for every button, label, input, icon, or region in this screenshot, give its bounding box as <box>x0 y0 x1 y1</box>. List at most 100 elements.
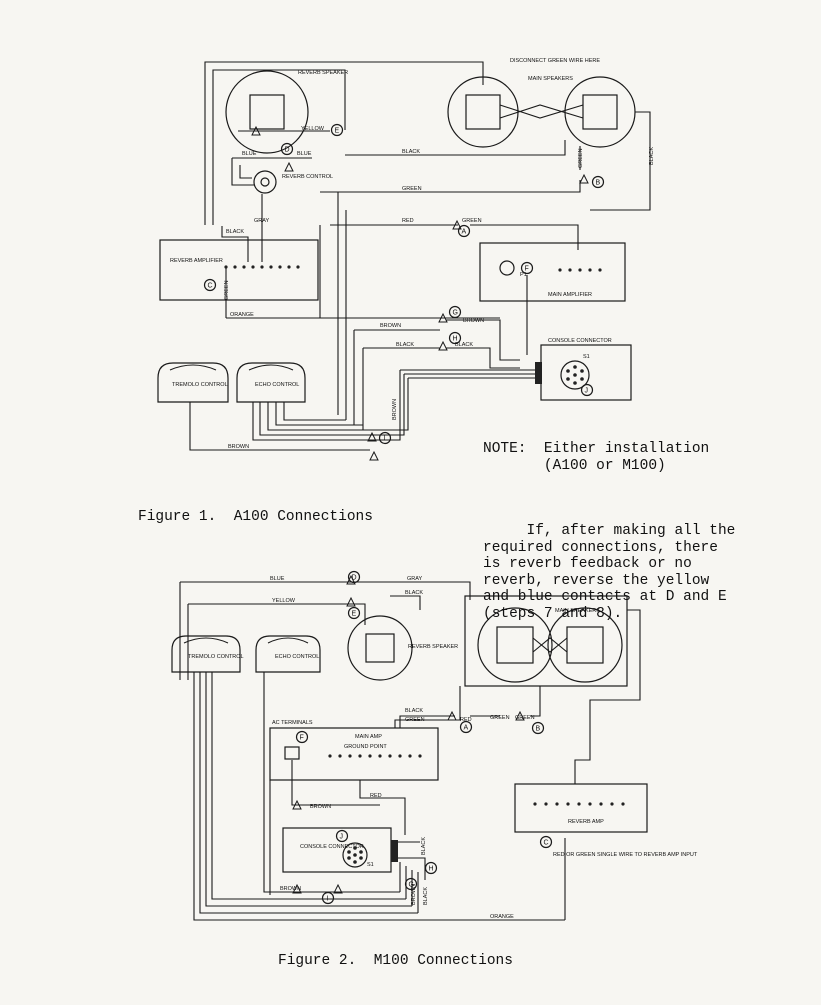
f2-label-orange: ORANGE <box>490 914 514 920</box>
f1-label-main-speakers: MAIN SPEAKERS <box>528 76 573 82</box>
f1-main-amplifier <box>479 242 626 302</box>
f1-label-blue2: BLUE <box>297 151 312 157</box>
f1-reverb-control <box>253 170 277 194</box>
f1-console-connector <box>535 344 632 401</box>
f1-reverb-amplifier <box>159 239 319 301</box>
f2-label-black-h: BLACK <box>421 837 427 855</box>
installation-note: NOTE: Either installation (A100 or M100)… <box>483 408 773 639</box>
f2-reverb-speaker <box>347 615 413 681</box>
f1-label-console-connector: CONSOLE CONNECTOR <box>548 338 612 344</box>
f1-marker-f: F <box>525 266 529 273</box>
f2-label-console-connector: CONSOLE CONNECTOR <box>300 844 364 850</box>
f2-echo-control <box>255 635 321 673</box>
f2-marker-e: E <box>352 611 357 618</box>
f1-reverb-speaker <box>225 70 309 154</box>
f1-label-black-h1: BLACK <box>396 342 414 348</box>
f2-label-tremolo-control: TREMOLO CONTROL <box>188 654 244 660</box>
f2-label-ac-terminals: AC TERMINALS <box>272 720 313 726</box>
f2-label-brown-l: BROWN <box>280 886 301 892</box>
f2-label-red-or-green: RED OR GREEN SINGLE WIRE TO REVERB AMP I… <box>553 852 698 858</box>
f1-label-black1: BLACK <box>226 229 244 235</box>
note-body: If, after making all the required connec… <box>483 523 736 622</box>
f2-marker-d: D <box>352 575 357 582</box>
f2-marker-f: F <box>300 735 304 742</box>
f1-marker-a: A <box>462 229 467 236</box>
f2-label-ground-point: GROUND POINT <box>344 744 387 750</box>
f1-label-brown1: BROWN <box>380 323 401 329</box>
f1-markers: A B C D E F G H I J <box>203 123 605 445</box>
f1-label-brown2: BROWN <box>463 318 484 324</box>
f1-label-black-h2: BLACK <box>455 342 473 348</box>
figure-1-diagram: REVERB SPEAKER YELLOW BLUE BLUE REVERB C… <box>157 58 655 461</box>
note-heading: NOTE: Either installation (A100 or M100) <box>483 441 710 474</box>
f1-marker-b: B <box>596 180 601 187</box>
f2-label-red: RED <box>460 717 472 723</box>
f2-label-main-speakers: MAIN SPEAKERS <box>555 608 600 614</box>
f2-label-brown-h: BROWN <box>411 884 417 905</box>
f2-label-main-amp: MAIN AMP <box>355 734 382 740</box>
f2-marker-j: J <box>340 834 344 841</box>
f1-echo-control <box>236 362 306 403</box>
f2-marker-b: B <box>536 726 541 733</box>
figure-2-caption: Figure 2. M100 Connections <box>278 953 513 969</box>
f1-main-speakers <box>447 76 636 148</box>
f2-reverb-amp <box>514 783 648 833</box>
f1-label-black-top: BLACK <box>402 149 420 155</box>
f1-label-reverb-speaker: REVERB SPEAKER <box>298 70 348 76</box>
f1-marker-e: E <box>335 128 340 135</box>
figure-1-caption: Figure 1. A100 Connections <box>138 509 373 525</box>
f1-marker-h: H <box>453 336 458 343</box>
f2-label-green-b2: GREEN <box>515 715 535 721</box>
f1-label-disconnect: DISCONNECT GREEN WIRE HERE <box>510 58 600 64</box>
f1-label-green-v: GREEN <box>224 280 230 300</box>
f2-markers: A B C D E F G H I J <box>295 570 553 905</box>
f2-marker-a: A <box>464 725 469 732</box>
f2-label-black-v: BLACK <box>423 887 429 905</box>
f1-label-orange: ORANGE <box>230 312 254 318</box>
f1-marker-d: D <box>285 147 290 154</box>
f1-label-s1: S1 <box>583 354 590 360</box>
f2-main-amp <box>269 727 439 781</box>
f1-label-green-mid: GREEN <box>402 186 422 192</box>
f1-marker-g: G <box>453 310 458 317</box>
f2-label-red2: RED <box>370 793 382 799</box>
f2-main-speakers <box>464 595 628 687</box>
f1-label-brown-bottom: BROWN <box>228 444 249 450</box>
f1-label-red: RED <box>402 218 414 224</box>
f2-label-reverb-amp: REVERB AMP <box>568 819 604 825</box>
f1-label-green-a: GREEN <box>462 218 482 224</box>
f2-console-connector <box>282 827 398 873</box>
f1-tremolo-control <box>157 362 229 403</box>
f1-marker-i: I <box>384 436 386 443</box>
f2-marker-g: G <box>409 882 414 889</box>
f1-label-tremolo-control: TREMOLO CONTROL <box>172 382 228 388</box>
f1-label-gray: GRAY <box>254 218 270 224</box>
f1-marker-j: J <box>585 388 589 395</box>
f1-label-echo-control: ECHO CONTROL <box>255 382 299 388</box>
figure-2-diagram: BLUE GRAY YELLOW BLACK REVERB SPEAKER MA… <box>171 574 698 921</box>
f1-label-p1: P1 <box>520 272 527 278</box>
f2-label-green: GREEN <box>405 717 425 723</box>
f2-label-brown: BROWN <box>310 804 331 810</box>
f2-label-black2: BLACK <box>405 708 423 714</box>
f1-label-blue1: BLUE <box>242 151 257 157</box>
f2-label-blue: BLUE <box>270 576 285 582</box>
f2-label-black: BLACK <box>405 590 423 596</box>
f2-label-s1: S1 <box>367 862 374 868</box>
f1-label-yellow: YELLOW <box>301 126 325 132</box>
f1-marker-c: C <box>208 283 213 290</box>
f1-label-main-amplifier: MAIN AMPLIFIER <box>548 292 592 298</box>
f1-label-reverb-amplifier: REVERB AMPLIFIER <box>170 258 223 264</box>
f1-label-black-b: BLACK <box>649 147 655 165</box>
f2-label-green-b1: GREEN <box>490 715 510 721</box>
f1-label-reverb-control: REVERB CONTROL <box>282 174 333 180</box>
f2-label-reverb-speaker: REVERB SPEAKER <box>408 644 458 650</box>
f1-label-green-b: GREEN <box>578 148 584 168</box>
f2-label-gray: GRAY <box>407 576 423 582</box>
f2-marker-i: I <box>327 896 329 903</box>
f2-label-yellow: YELLOW <box>272 598 296 604</box>
f1-label-brown-vert: BROWN <box>392 399 398 420</box>
f2-marker-h: H <box>429 866 434 873</box>
f2-marker-c: C <box>544 840 549 847</box>
